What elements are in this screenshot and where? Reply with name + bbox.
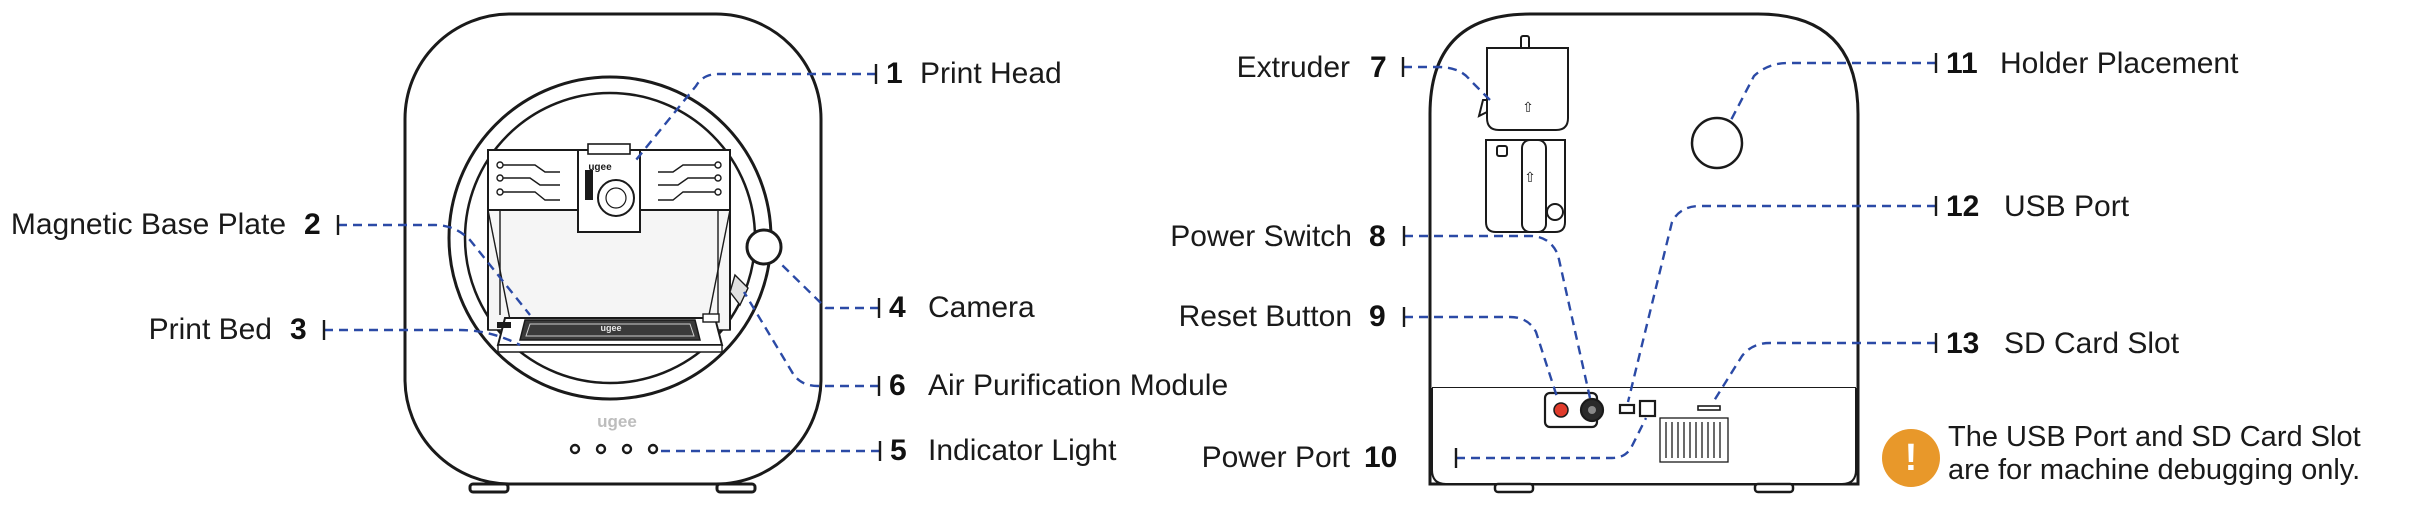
callout-6-label: Air Purification Module	[928, 369, 1229, 402]
debug-note: The USB Port and SD Card Slot are for ma…	[1948, 421, 2361, 487]
svg-text:⇧: ⇧	[1524, 170, 1536, 186]
leader-4	[779, 262, 879, 310]
callout-7-label: Extruder	[1236, 51, 1350, 84]
print-head-brand: ugee	[588, 162, 612, 173]
magnetic-base-plate	[519, 319, 701, 341]
bed-brand: ugee	[600, 323, 622, 333]
air-purification-module	[729, 273, 749, 307]
rear-port-block	[1543, 391, 1729, 463]
gantry-traces-right	[658, 161, 722, 201]
callout-4-label: Camera	[928, 291, 1035, 324]
gantry-traces-left	[496, 161, 560, 201]
reset-button	[1553, 402, 1569, 418]
leader-12	[1626, 204, 1936, 403]
front-foot-right	[715, 482, 757, 494]
leader-1	[635, 72, 876, 161]
back-body	[1428, 12, 1860, 486]
holder-placement	[1690, 116, 1744, 170]
callout-2-number: 2	[304, 208, 321, 241]
callout-12-number: 12	[1946, 190, 1980, 223]
callout-1-label: Print Head	[920, 57, 1062, 90]
callout-9-label: Reset Button	[1178, 300, 1352, 333]
callout-3-label: Print Bed	[148, 313, 272, 346]
leader-11	[1728, 61, 1936, 123]
back-printer	[1428, 12, 1860, 494]
callout-5-label: Indicator Light	[928, 434, 1117, 467]
callout-11-number: 11	[1946, 47, 1978, 80]
callout-3-number: 3	[290, 313, 307, 346]
debug-note-line-2: are for machine debugging only.	[1948, 454, 2361, 486]
extruder-assembly: ⇧ ⇧	[1477, 35, 1569, 233]
warning-icon: !	[1882, 429, 1940, 487]
callout-5-number: 5	[890, 434, 907, 467]
front-chamber	[487, 143, 749, 353]
leader-2	[338, 223, 531, 316]
leader-7	[1403, 65, 1491, 101]
callout-7-number: 7	[1370, 51, 1387, 84]
usb-port	[1618, 403, 1636, 415]
power-port	[1638, 399, 1657, 418]
camera-lens	[745, 228, 783, 266]
callout-13-label: SD Card Slot	[2004, 327, 2180, 360]
callout-12-label: USB Port	[2004, 190, 2130, 223]
front-foot-left	[468, 482, 510, 494]
leader-6	[742, 291, 879, 388]
sd-card-slot	[1697, 405, 1721, 411]
front-brand-logo: ugee	[597, 412, 637, 431]
callout-10-number: 10	[1364, 441, 1398, 474]
callout-6-number: 6	[889, 369, 906, 402]
leader-9	[1404, 315, 1560, 401]
svg-text:⇧: ⇧	[1522, 100, 1534, 116]
callout-2-label: Magnetic Base Plate	[10, 208, 286, 241]
print-head-nozzle	[597, 179, 635, 217]
debug-note-line-1: The USB Port and SD Card Slot	[1948, 421, 2361, 453]
leader-lines	[324, 61, 1936, 460]
leader-10	[1456, 417, 1648, 460]
callout-13-number: 13	[1946, 327, 1980, 360]
callout-10-label: Power Port	[1201, 441, 1350, 474]
callout-4-number: 4	[889, 291, 906, 324]
callout-8-number: 8	[1369, 220, 1386, 253]
callout-11-label: Holder Placement	[2000, 47, 2239, 80]
leader-13	[1710, 341, 1936, 405]
callout-8-label: Power Switch	[1170, 220, 1352, 253]
indicator-lights	[569, 443, 659, 455]
leader-end-ticks	[322, 53, 1938, 468]
leader-8	[1404, 234, 1592, 399]
callout-1-number: 1	[886, 57, 903, 90]
leader-3	[324, 328, 521, 347]
callout-9-number: 9	[1369, 300, 1386, 333]
vent-grille	[1659, 417, 1729, 463]
